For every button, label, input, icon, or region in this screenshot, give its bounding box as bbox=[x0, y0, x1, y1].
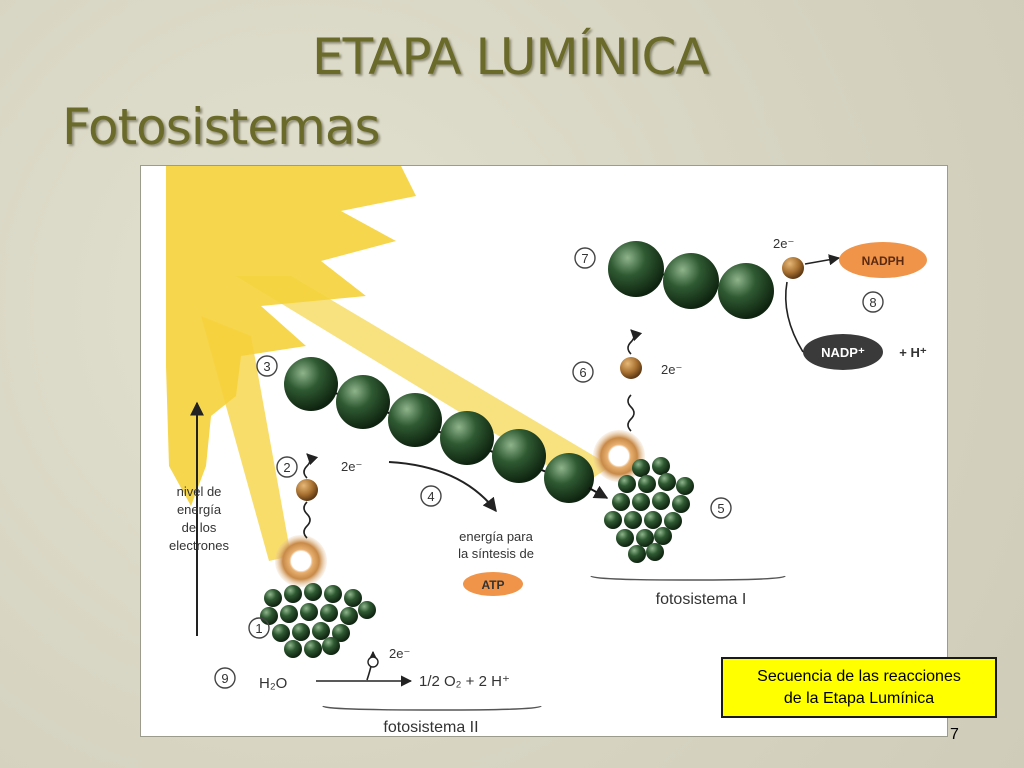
electron-transport-chain bbox=[284, 357, 609, 503]
electron-label: 2e⁻ bbox=[341, 459, 362, 474]
photosystem-one-complex bbox=[593, 430, 694, 563]
axis-label-line: energía bbox=[177, 502, 222, 517]
electron-label: 2e⁻ bbox=[661, 362, 682, 377]
photosystem-two-label: fotosistema II bbox=[383, 719, 478, 736]
photosystem-one-label: fotosistema I bbox=[656, 591, 747, 608]
caption-line: Secuencia de las reacciones bbox=[757, 668, 961, 685]
step-number: 4 bbox=[427, 489, 434, 504]
photosystem-two-complex bbox=[260, 535, 376, 658]
step-number: 8 bbox=[869, 295, 876, 310]
electron-label: 2e⁻ bbox=[389, 646, 410, 661]
proton-label: + H⁺ bbox=[899, 345, 927, 360]
electron-carriers bbox=[296, 254, 841, 539]
step-number: 6 bbox=[579, 365, 586, 380]
page-number: 7 bbox=[950, 726, 959, 743]
step-number: 1 bbox=[255, 621, 262, 636]
caption-line: de la Etapa Lumínica bbox=[783, 690, 935, 707]
electron-label: 2e⁻ bbox=[773, 236, 794, 251]
axis-label-line: nivel de bbox=[177, 484, 222, 499]
energy-axis: nivel de energía de los electrones bbox=[169, 401, 229, 636]
electron-labels: 2e⁻ 2e⁻ 2e⁻ 2e⁻ bbox=[341, 236, 794, 661]
nadph-label: NADPH bbox=[862, 254, 905, 268]
energy-label-line: la síntesis de bbox=[458, 546, 534, 561]
diagram-canvas: nivel de energía de los electrones bbox=[166, 166, 927, 736]
step-number: 2 bbox=[283, 460, 290, 475]
step-markers: 1 2 3 4 5 6 7 8 9 bbox=[214, 247, 884, 689]
nadp-label: NADP⁺ bbox=[821, 345, 865, 360]
atp-label: ATP bbox=[481, 578, 504, 592]
step-number: 5 bbox=[717, 501, 724, 516]
water-label: H₂O bbox=[259, 675, 287, 692]
caption-box: Secuencia de las reacciones de la Etapa … bbox=[721, 657, 997, 718]
step-number: 7 bbox=[581, 251, 588, 266]
water-splitting: H₂O 1/2 O₂ + 2 H⁺ bbox=[259, 650, 510, 692]
atp-energy-arrow: energía para la síntesis de ATP bbox=[388, 461, 534, 596]
photosystem-labels: fotosistema II fotosistema I bbox=[322, 575, 786, 736]
slide-title: ETAPA LUMÍNICA bbox=[312, 28, 710, 86]
axis-label-line: de los bbox=[182, 520, 217, 535]
energy-label-line: energía para bbox=[459, 529, 533, 544]
upper-transport-chain bbox=[608, 241, 774, 319]
slide-subtitle: Fotosistemas bbox=[62, 98, 381, 156]
nadp-reduction: NADPH NADP⁺ + H⁺ bbox=[784, 242, 927, 370]
axis-label-line: electrones bbox=[169, 538, 229, 553]
sunlight-rays bbox=[166, 166, 611, 561]
step-number: 3 bbox=[263, 359, 270, 374]
products-label: 1/2 O₂ + 2 H⁺ bbox=[419, 673, 510, 690]
step-number: 9 bbox=[221, 671, 228, 686]
photosystems-diagram: nivel de energía de los electrones bbox=[140, 165, 948, 737]
